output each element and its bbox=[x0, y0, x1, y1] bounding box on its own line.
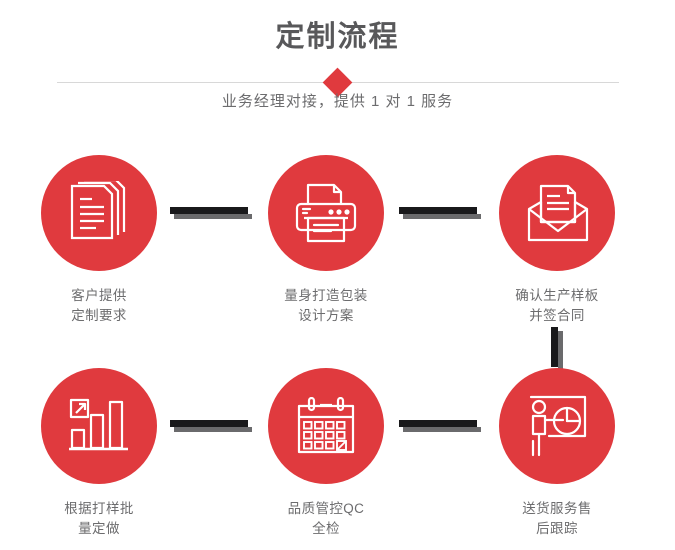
connector-step2-step3 bbox=[399, 207, 481, 219]
connector-shadow bbox=[403, 427, 481, 432]
flow-step-1[interactable]: 客户提供 定制要求 bbox=[19, 155, 179, 326]
flow-step-4[interactable]: 根据打样批 量定做 bbox=[19, 368, 179, 539]
step-5-circle[interactable] bbox=[268, 368, 384, 484]
step-3-label-line2: 并签合同 bbox=[529, 308, 585, 323]
connector-bar bbox=[170, 207, 248, 214]
step-3-label: 确认生产样板 并签合同 bbox=[477, 286, 637, 326]
step-5-label-line2: 全检 bbox=[312, 521, 340, 536]
step-2-label-line2: 设计方案 bbox=[298, 308, 354, 323]
page-title: 定制流程 bbox=[275, 21, 400, 53]
documents-stack-icon bbox=[70, 181, 126, 240]
printer-icon bbox=[295, 183, 357, 243]
bar-chart-growth-icon bbox=[69, 398, 128, 451]
step-4-label-line1: 根据打样批 bbox=[64, 501, 134, 516]
calendar-icon bbox=[297, 397, 355, 454]
step-1-label-line1: 客户提供 bbox=[71, 288, 127, 303]
step-1-circle[interactable] bbox=[41, 155, 157, 271]
connector-bar bbox=[551, 327, 558, 367]
connector-shadow bbox=[403, 214, 481, 219]
step-3-label-line1: 确认生产样板 bbox=[515, 288, 599, 303]
connector-bar bbox=[399, 207, 477, 214]
connector-bar bbox=[170, 420, 248, 427]
envelope-document-icon bbox=[527, 184, 589, 242]
flow-step-3[interactable]: 确认生产样板 并签合同 bbox=[477, 155, 637, 326]
flow-step-2[interactable]: 量身打造包装 设计方案 bbox=[246, 155, 406, 326]
step-4-label: 根据打样批 量定做 bbox=[19, 499, 179, 539]
process-flow-diagram: 客户提供 定制要求 bbox=[0, 130, 675, 550]
connector-step3-step6 bbox=[551, 327, 563, 371]
step-2-circle[interactable] bbox=[268, 155, 384, 271]
divider bbox=[57, 67, 619, 98]
presentation-pie-chart-icon bbox=[529, 395, 587, 457]
connector-step4-step5 bbox=[170, 420, 252, 432]
page-subtitle: 业务经理对接，提供 1 对 1 服务 bbox=[221, 93, 454, 110]
step-4-label-line2: 量定做 bbox=[78, 521, 120, 536]
step-6-circle[interactable] bbox=[499, 368, 615, 484]
connector-shadow bbox=[174, 214, 252, 219]
step-2-label: 量身打造包装 设计方案 bbox=[246, 286, 406, 326]
connector-shadow bbox=[174, 427, 252, 432]
connector-step5-step6 bbox=[399, 420, 481, 432]
step-5-label: 品质管控QC 全检 bbox=[246, 499, 406, 539]
step-2-label-line1: 量身打造包装 bbox=[284, 288, 368, 303]
step-1-label-line2: 定制要求 bbox=[71, 308, 127, 323]
connector-step1-step2 bbox=[170, 207, 252, 219]
flow-step-6[interactable]: 送货服务售 后跟踪 bbox=[477, 368, 637, 539]
flow-step-5[interactable]: 品质管控QC 全检 bbox=[246, 368, 406, 539]
step-4-circle[interactable] bbox=[41, 368, 157, 484]
step-1-label: 客户提供 定制要求 bbox=[19, 286, 179, 326]
step-6-label-line2: 后跟踪 bbox=[536, 521, 578, 536]
step-6-label-line1: 送货服务售 bbox=[522, 501, 592, 516]
connector-shadow bbox=[558, 331, 563, 371]
step-5-label-line1: 品质管控QC bbox=[287, 501, 365, 516]
connector-bar bbox=[399, 420, 477, 427]
header: 定制流程 业务经理对接，提供 1 对 1 服务 bbox=[0, 0, 675, 130]
step-3-circle[interactable] bbox=[499, 155, 615, 271]
step-6-label: 送货服务售 后跟踪 bbox=[477, 499, 637, 539]
